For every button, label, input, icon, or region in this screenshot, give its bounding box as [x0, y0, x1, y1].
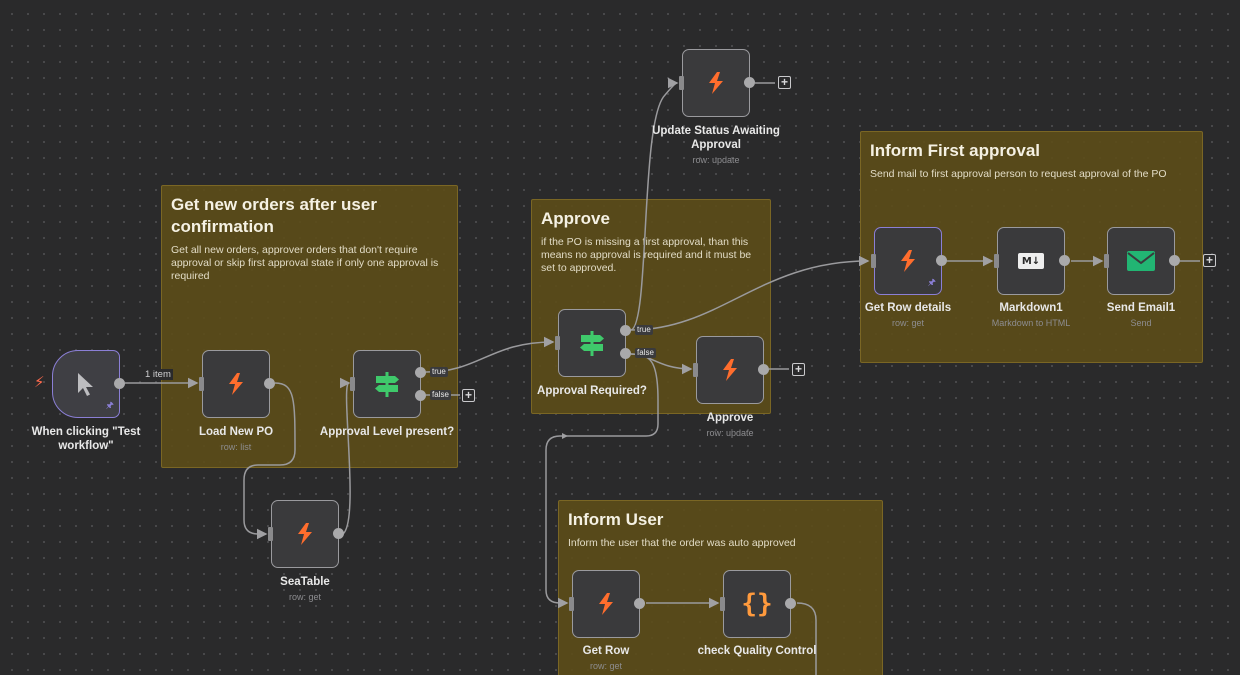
output-handle[interactable]	[785, 598, 796, 609]
trigger-bolt-icon: ⚡	[34, 374, 45, 391]
output-handle[interactable]	[744, 77, 755, 88]
false-output-handle[interactable]	[415, 390, 426, 401]
node-get-row-details[interactable]: 🖈	[874, 227, 942, 295]
false-output-handle[interactable]	[620, 348, 631, 359]
true-output-handle[interactable]	[620, 325, 631, 336]
sticky-title: Get new orders after user confirmation	[171, 195, 377, 236]
node-approval-required[interactable]	[558, 309, 626, 377]
pin-icon: 🖈	[927, 277, 936, 287]
node-load-new-po[interactable]	[202, 350, 270, 418]
output-handle[interactable]	[1169, 255, 1180, 266]
node-manual-trigger[interactable]: 🖈	[52, 350, 120, 418]
add-node-button[interactable]: +	[462, 389, 475, 402]
sticky-title: Approve	[541, 209, 610, 228]
node-send-email1[interactable]	[1107, 227, 1175, 295]
input-handle[interactable]	[693, 363, 698, 377]
input-handle[interactable]	[871, 254, 876, 268]
output-handle[interactable]	[333, 528, 344, 539]
node-label: Approval Required?	[537, 385, 647, 397]
sticky-text: if the PO is missing a first approval, t…	[541, 236, 752, 274]
input-handle[interactable]	[720, 597, 725, 611]
node-seatable[interactable]	[271, 500, 339, 568]
cursor-icon	[78, 373, 93, 396]
node-markdown1[interactable]: M↓	[997, 227, 1065, 295]
edge-item-count: 1 item	[143, 369, 173, 380]
add-node-button[interactable]: +	[1203, 254, 1216, 267]
input-handle[interactable]	[555, 336, 560, 350]
sticky-title: Inform First approval	[870, 141, 1041, 160]
seatable-icon	[298, 523, 312, 545]
input-handle[interactable]	[994, 254, 999, 268]
node-label: check Quality Control	[697, 645, 817, 657]
output-handle[interactable]	[936, 255, 947, 266]
branch-true-label: true	[430, 367, 448, 377]
node-label: Approval Level present?	[319, 426, 455, 438]
seatable-icon	[599, 593, 613, 615]
input-handle[interactable]	[199, 377, 204, 391]
add-node-button[interactable]: +	[792, 363, 805, 376]
seatable-icon	[723, 359, 737, 381]
sticky-title: Inform User	[568, 510, 664, 529]
input-handle[interactable]	[1104, 254, 1109, 268]
seatable-icon	[901, 250, 915, 272]
seatable-icon	[709, 72, 723, 94]
pin-icon: 🖈	[105, 400, 114, 410]
node-label: When clicking "Test workflow"	[31, 426, 141, 452]
output-handle[interactable]	[634, 598, 645, 609]
branch-false-label: false	[635, 348, 656, 358]
true-output-handle[interactable]	[415, 367, 426, 378]
branch-true-label: true	[635, 325, 653, 335]
node-check-quality-control[interactable]: {}	[723, 570, 791, 638]
output-handle[interactable]	[1059, 255, 1070, 266]
node-approve[interactable]	[696, 336, 764, 404]
branch-false-label: false	[430, 390, 451, 400]
output-handle[interactable]	[264, 378, 275, 389]
node-update-status-awaiting-approval[interactable]	[682, 49, 750, 117]
sticky-get-new-orders[interactable]: Get new orders after user confirmation G…	[161, 185, 458, 468]
sticky-text: Inform the user that the order was auto …	[568, 537, 796, 549]
code-braces-icon: {}	[741, 589, 773, 619]
sticky-text: Send mail to first approval person to re…	[870, 168, 1167, 180]
envelope-icon	[1127, 251, 1155, 271]
if-signpost-icon	[580, 331, 604, 356]
seatable-icon	[229, 373, 243, 395]
node-approval-level-present[interactable]	[353, 350, 421, 418]
markdown-icon: M↓	[1018, 253, 1044, 269]
input-handle[interactable]	[268, 527, 273, 541]
add-node-button[interactable]: +	[778, 76, 791, 89]
if-signpost-icon	[375, 372, 399, 397]
input-handle[interactable]	[569, 597, 574, 611]
output-handle[interactable]	[114, 378, 125, 389]
input-handle[interactable]	[350, 377, 355, 391]
input-handle[interactable]	[679, 76, 684, 90]
sticky-text: Get all new orders, approver orders that…	[171, 244, 439, 282]
output-handle[interactable]	[758, 364, 769, 375]
node-get-row[interactable]	[572, 570, 640, 638]
